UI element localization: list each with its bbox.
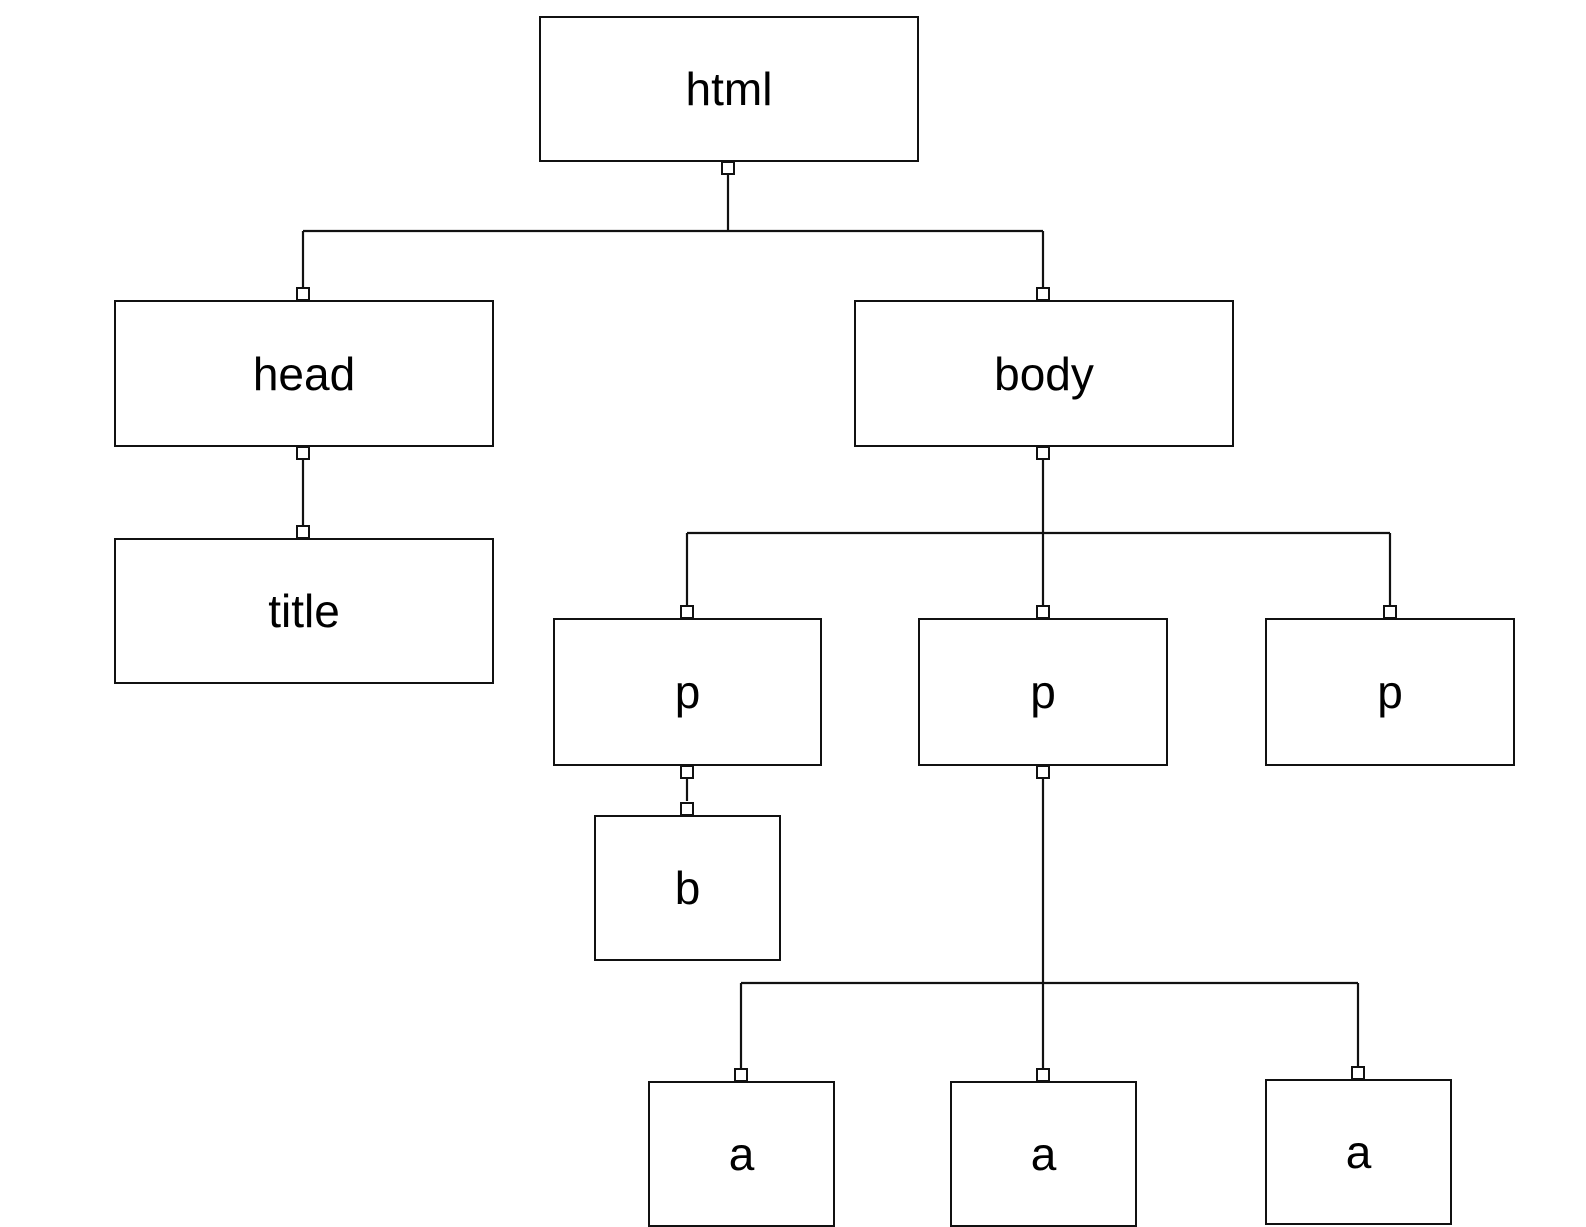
port-body-top [1036, 287, 1050, 301]
node-label: head [252, 347, 356, 400]
port-p2-bottom [1036, 765, 1050, 779]
node-p-2: p [918, 618, 1168, 766]
port-a3-top [1351, 1066, 1365, 1080]
port-p3-top [1383, 605, 1397, 619]
node-label: body [994, 347, 1094, 400]
edge-p-children [739, 778, 1360, 1069]
node-p-3: p [1265, 618, 1515, 766]
edge-body-children [685, 459, 1392, 606]
node-html: html [539, 16, 919, 162]
node-head: head [114, 300, 494, 447]
edge-html-children [301, 174, 1045, 288]
node-label: p [1030, 666, 1056, 718]
node-label: p [674, 666, 701, 718]
node-label: a [1345, 1126, 1372, 1178]
node-label: html [685, 63, 773, 115]
node-label: a [1030, 1128, 1057, 1180]
port-a1-top [734, 1068, 748, 1082]
node-title: title [114, 538, 494, 684]
node-b: b [594, 815, 781, 961]
node-label: title [268, 585, 340, 637]
port-p2-top [1036, 605, 1050, 619]
port-p1-bottom [680, 765, 694, 779]
node-a-3: a [1265, 1079, 1452, 1225]
node-label: a [728, 1128, 755, 1180]
port-html-bottom [721, 161, 735, 175]
node-p-1: p [553, 618, 822, 766]
port-p1-top [680, 605, 694, 619]
port-title-top [296, 525, 310, 539]
node-body: body [854, 300, 1234, 447]
node-a-1: a [648, 1081, 835, 1227]
port-b-top [680, 802, 694, 816]
port-head-top [296, 287, 310, 301]
port-head-bottom [296, 446, 310, 460]
port-a2-top [1036, 1068, 1050, 1082]
port-body-bottom [1036, 446, 1050, 460]
node-label: b [674, 862, 701, 914]
node-a-2: a [950, 1081, 1137, 1227]
node-label: p [1377, 666, 1403, 718]
